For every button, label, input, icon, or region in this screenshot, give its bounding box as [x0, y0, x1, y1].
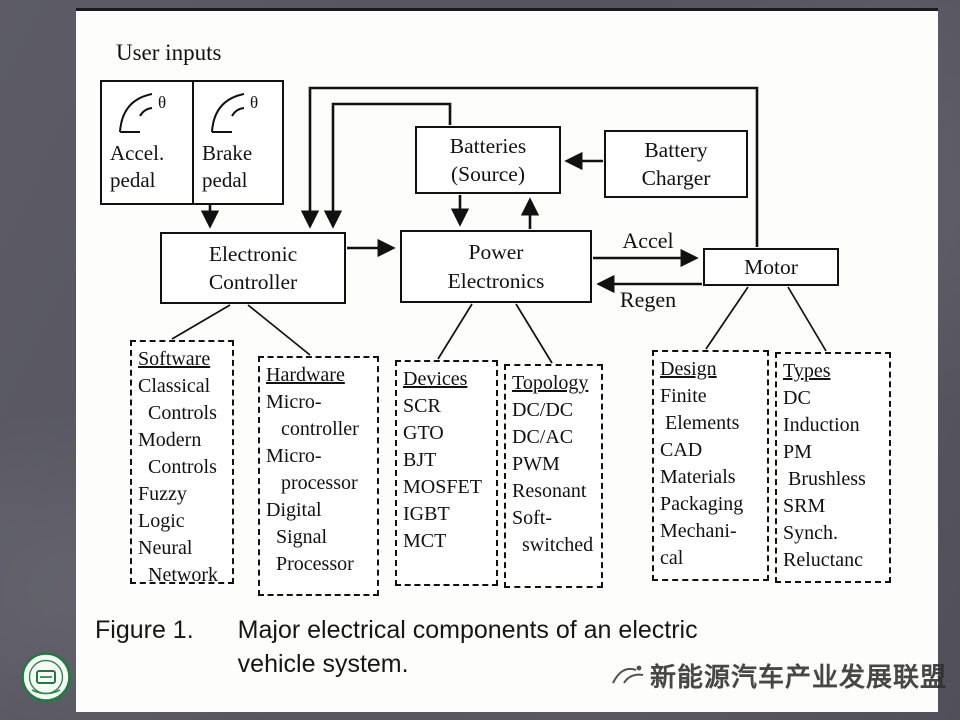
- theta-symbol: θ: [158, 93, 166, 112]
- list-header: Types: [783, 360, 831, 382]
- list-header: Design: [660, 358, 717, 380]
- list-item: Fuzzy: [138, 483, 187, 505]
- list-item: Finite: [660, 385, 707, 407]
- list-item: Controls: [138, 402, 217, 424]
- figure-label: Figure 1.: [95, 616, 194, 644]
- list-item: Digital: [266, 499, 322, 521]
- watermark-text: 新能源汽车产业发展联盟: [650, 662, 948, 692]
- list-item: Micro-: [266, 445, 322, 467]
- list-item: CAD: [660, 439, 703, 461]
- list-item: DC/DC: [512, 399, 574, 421]
- user-inputs-label: User inputs: [116, 40, 222, 65]
- charger-sublabel: Charger: [641, 166, 711, 190]
- list-item: PM: [783, 441, 812, 463]
- brake-pedal-label2: pedal: [202, 168, 248, 192]
- motor-box: Motor: [703, 248, 839, 286]
- software-list: Software Classical Controls Modern Contr…: [130, 340, 234, 586]
- list-item: IGBT: [403, 503, 450, 525]
- figure-caption: Figure 1. Major electrical components of…: [95, 613, 698, 681]
- electronic-controller-box: Electronic Controller: [160, 232, 346, 304]
- list-header: Topology: [512, 372, 589, 394]
- list-item: cal: [660, 547, 684, 569]
- list-item: Brushless: [783, 468, 866, 490]
- list-item: SRM: [783, 495, 826, 517]
- batteries-box: Batteries (Source): [415, 126, 561, 194]
- list-header: Software: [138, 348, 211, 370]
- brake-pedal-label: Brake: [202, 141, 253, 165]
- accel-pedal: θ Accel. pedal: [102, 82, 192, 203]
- power-electronics-box: Power Electronics: [400, 230, 592, 303]
- battery-charger-box: Battery Charger: [604, 130, 748, 198]
- accel-pedal-label: Accel.: [110, 141, 165, 165]
- list-item: Soft-: [512, 507, 552, 529]
- list-item: controller: [266, 418, 359, 440]
- list-item: Synch.: [783, 522, 838, 544]
- list-header: Devices: [403, 368, 468, 390]
- charger-label: Battery: [644, 137, 708, 162]
- controller-label: Electronic: [208, 241, 298, 266]
- list-item: Packaging: [660, 493, 744, 515]
- list-item: Elements: [660, 412, 740, 434]
- caption-text: Major electrical components of an electr…: [238, 613, 698, 681]
- watermark: 新能源汽车产业发展联盟: [610, 657, 947, 694]
- list-item: BJT: [403, 449, 437, 471]
- list-item: Controls: [138, 456, 217, 478]
- green-seal-icon: [20, 650, 72, 709]
- batteries-sublabel: (Source): [450, 162, 526, 186]
- controller-sublabel: Controller: [208, 270, 298, 294]
- list-item: switched: [512, 534, 594, 556]
- list-item: Signal: [266, 526, 328, 548]
- list-item: Modern: [138, 429, 202, 451]
- caption-line-2: vehicle system.: [237, 650, 409, 678]
- list-item: DC/AC: [512, 426, 574, 448]
- list-item: MOSFET: [403, 476, 482, 498]
- list-item: PWM: [512, 453, 560, 475]
- hardware-list: Hardware Micro- controller Micro- proces…: [258, 356, 379, 596]
- motor-label: Motor: [744, 254, 798, 279]
- list-item: Reluctanc: [783, 549, 863, 571]
- batteries-label: Batteries: [449, 133, 527, 158]
- brake-pedal-icon: θ: [211, 93, 258, 133]
- theta-symbol: θ: [250, 93, 258, 112]
- list-item: GTO: [403, 422, 444, 444]
- accel-flow-label: Accel: [622, 228, 674, 253]
- power-label: Power: [468, 240, 524, 265]
- list-item: Logic: [138, 510, 185, 532]
- list-item: MCT: [403, 530, 447, 552]
- list-item: Network: [138, 564, 218, 586]
- list-item: SCR: [403, 395, 441, 417]
- list-item: Neural: [138, 537, 193, 559]
- list-item: processor: [266, 472, 358, 494]
- list-item: Induction: [783, 414, 860, 436]
- list-item: Classical: [138, 375, 211, 397]
- accel-pedal-icon: θ: [119, 93, 166, 133]
- devices-list: Devices SCR GTO BJT MOSFET IGBT MCT: [395, 360, 498, 586]
- design-list: Design Finite Elements CAD Materials Pac…: [652, 350, 769, 581]
- regen-flow-label: Regen: [619, 287, 677, 312]
- power-sublabel: Electronics: [447, 268, 545, 293]
- types-list: Types DC Induction PM Brushless SRM Sync…: [775, 352, 891, 583]
- list-item: Resonant: [512, 480, 587, 502]
- list-item: Mechani-: [660, 520, 737, 542]
- topology-list: Topology DC/DC DC/AC PWM Resonant Soft- …: [504, 364, 603, 588]
- caption-line-1: Major electrical components of an electr…: [237, 616, 698, 644]
- accel-pedal-label2: pedal: [110, 168, 156, 192]
- alliance-logo-icon: [612, 665, 644, 684]
- list-item: Processor: [266, 553, 354, 575]
- list-item: DC: [783, 387, 811, 409]
- brake-pedal: θ Brake pedal: [192, 82, 282, 203]
- list-item: Materials: [660, 466, 736, 488]
- user-inputs-box: θ Accel. pedal θ Brake pedal: [100, 80, 284, 205]
- list-item: Micro-: [266, 391, 322, 413]
- list-header: Hardware: [266, 364, 345, 386]
